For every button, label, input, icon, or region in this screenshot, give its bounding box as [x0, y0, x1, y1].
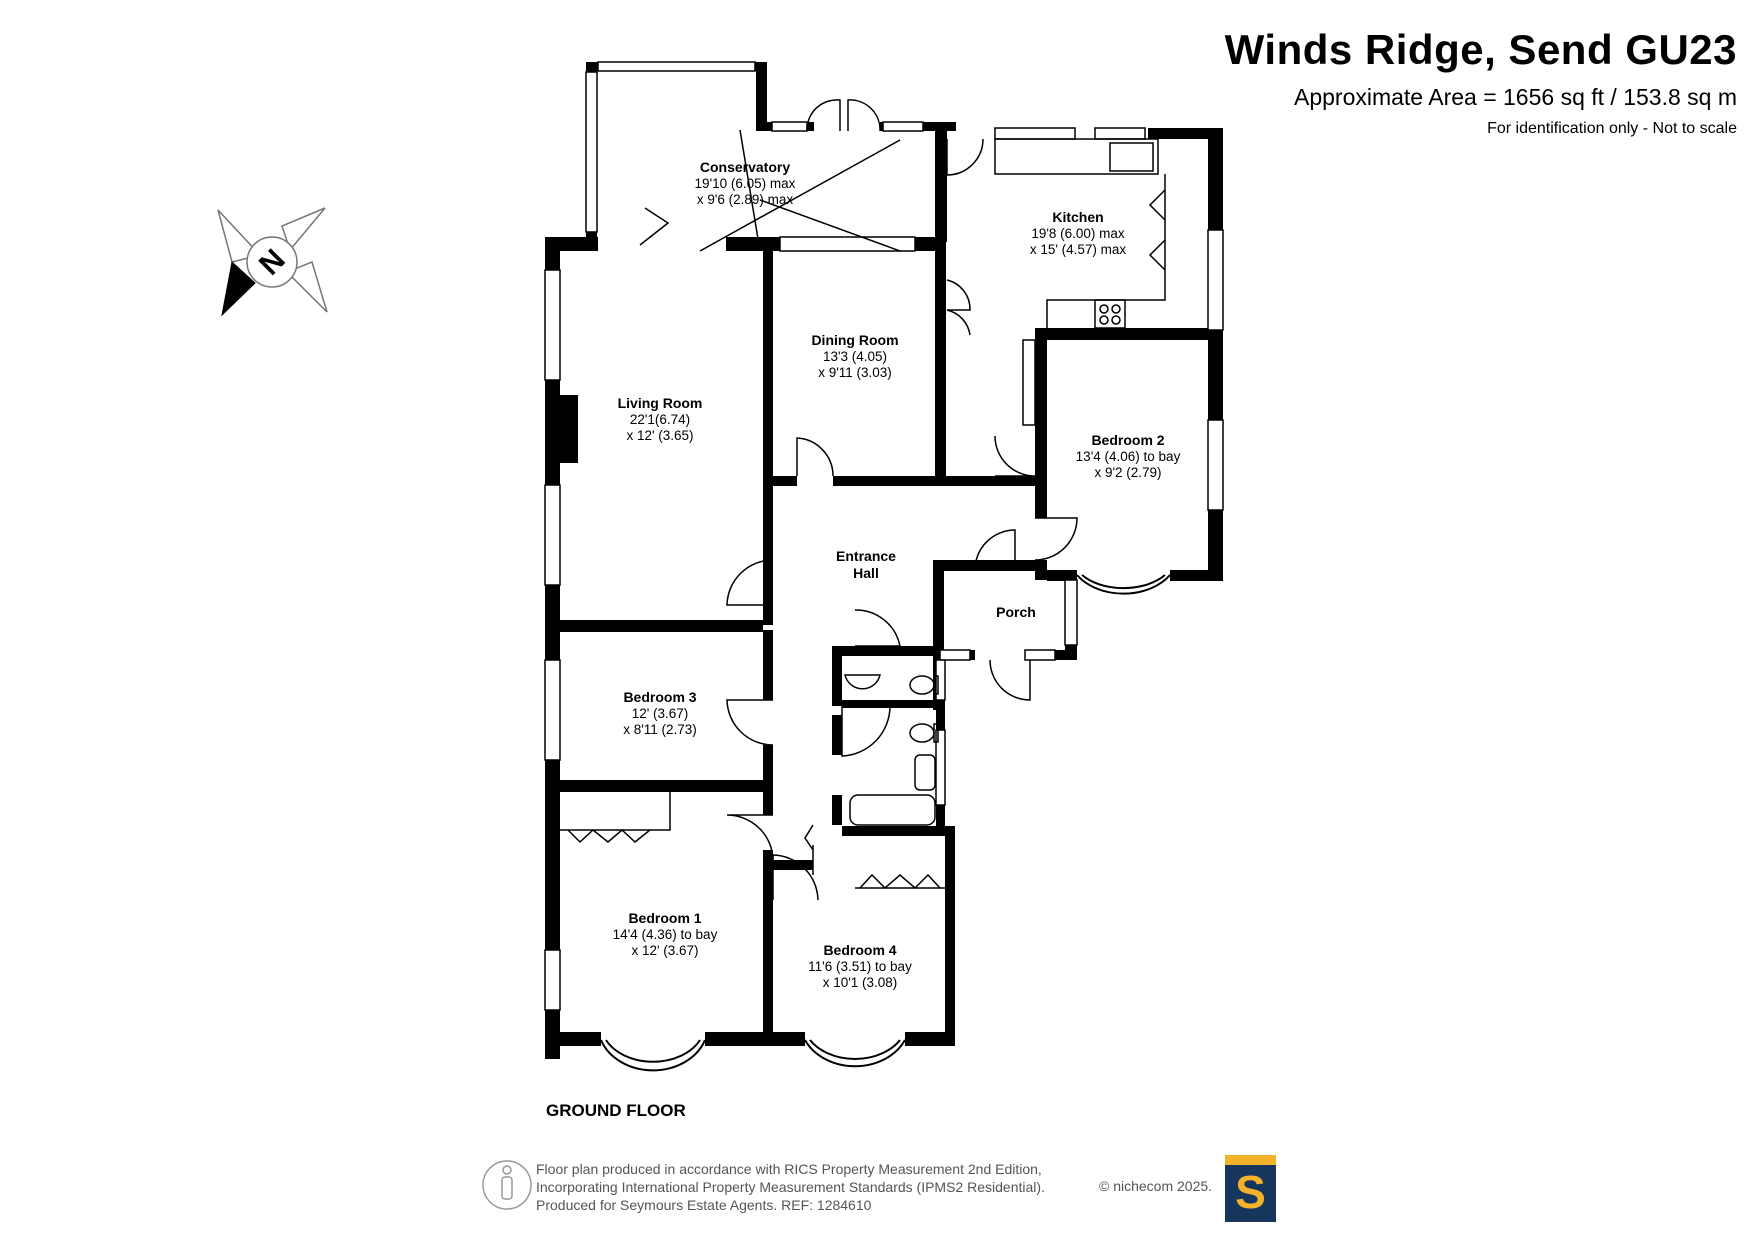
- svg-text:Kitchen: Kitchen: [1052, 209, 1103, 225]
- svg-text:Bedroom 4: Bedroom 4: [823, 942, 896, 958]
- disclaimer-note: For identification only - Not to scale: [1487, 120, 1737, 137]
- agent-logo: S: [1225, 1155, 1276, 1222]
- svg-text:x 10'1 (3.08): x 10'1 (3.08): [823, 975, 898, 990]
- room-label-bedroom-1: Bedroom 1 14'4 (4.36) to bay x 12' (3.67…: [613, 910, 718, 958]
- bathroom-fittings: [804, 674, 939, 875]
- svg-text:x 9'6 (2.89) max: x 9'6 (2.89) max: [697, 192, 794, 207]
- footer-line-2: Incorporating International Property Mea…: [536, 1179, 1045, 1195]
- svg-text:19'8 (6.00) max: 19'8 (6.00) max: [1031, 226, 1125, 241]
- room-label-bedroom-2: Bedroom 2 13'4 (4.06) to bay x 9'2 (2.79…: [1076, 432, 1181, 480]
- svg-text:Bedroom 3: Bedroom 3: [623, 689, 696, 705]
- svg-text:12' (3.67): 12' (3.67): [632, 706, 689, 721]
- bay-windows: [600, 574, 1171, 1072]
- svg-text:14'4 (4.36) to bay: 14'4 (4.36) to bay: [613, 927, 718, 942]
- svg-text:Bedroom 1: Bedroom 1: [628, 910, 701, 926]
- doors: [639, 99, 1078, 901]
- svg-text:Conservatory: Conservatory: [700, 159, 790, 175]
- svg-text:Dining Room: Dining Room: [811, 332, 898, 348]
- room-label-bedroom-4: Bedroom 4 11'6 (3.51) to bay x 10'1 (3.0…: [808, 942, 912, 990]
- room-label-kitchen: Kitchen 19'8 (6.00) max x 15' (4.57) max: [1030, 209, 1127, 257]
- svg-text:Hall: Hall: [853, 565, 879, 581]
- measurement-standard-icon: [482, 1160, 532, 1210]
- svg-text:11'6 (3.51) to bay: 11'6 (3.51) to bay: [808, 959, 912, 974]
- svg-text:x 9'11 (3.03): x 9'11 (3.03): [818, 365, 892, 380]
- svg-text:Living Room: Living Room: [618, 395, 703, 411]
- area-summary: Approximate Area = 1656 sq ft / 153.8 sq…: [1293, 84, 1737, 110]
- svg-text:13'3 (4.05): 13'3 (4.05): [823, 349, 887, 364]
- room-label-dining-room: Dining Room 13'3 (4.05) x 9'11 (3.03): [811, 332, 898, 380]
- svg-text:x 9'2 (2.79): x 9'2 (2.79): [1094, 465, 1161, 480]
- kitchen-fittings: [994, 138, 1166, 426]
- room-label-conservatory: Conservatory 19'10 (6.05) max x 9'6 (2.8…: [695, 159, 796, 207]
- svg-text:Bedroom 2: Bedroom 2: [1091, 432, 1164, 448]
- floor-label: GROUND FLOOR: [546, 1101, 686, 1120]
- footer-line-1: Floor plan produced in accordance with R…: [536, 1161, 1042, 1177]
- svg-text:x 8'11 (2.73): x 8'11 (2.73): [623, 722, 697, 737]
- svg-text:x 15' (4.57) max: x 15' (4.57) max: [1030, 242, 1127, 257]
- windows: [544, 61, 1224, 1011]
- svg-text:13'4 (4.06) to bay: 13'4 (4.06) to bay: [1076, 449, 1181, 464]
- footer-line-3: Produced for Seymours Estate Agents. REF…: [536, 1197, 872, 1213]
- room-label-porch: Porch: [996, 604, 1036, 620]
- svg-text:19'10 (6.05) max: 19'10 (6.05) max: [695, 176, 796, 191]
- page-title: Winds Ridge, Send GU23: [1224, 26, 1737, 73]
- svg-text:Porch: Porch: [996, 604, 1036, 620]
- room-label-living-room: Living Room 22'1(6.74) x 12' (3.65): [618, 395, 703, 443]
- footer-text: Floor plan produced in accordance with R…: [536, 1160, 1045, 1214]
- room-label-bedroom-3: Bedroom 3 12' (3.67) x 8'11 (2.73): [623, 689, 697, 737]
- compass-north-icon: N: [217, 207, 328, 317]
- svg-text:x 12' (3.65): x 12' (3.65): [626, 428, 693, 443]
- svg-text:x 12' (3.67): x 12' (3.67): [631, 943, 698, 958]
- room-label-entrance-hall: Entrance Hall: [836, 548, 896, 581]
- svg-text:Entrance: Entrance: [836, 548, 896, 564]
- copyright: © nichecom 2025.: [1099, 1178, 1213, 1194]
- svg-text:22'1(6.74): 22'1(6.74): [630, 412, 690, 427]
- wardrobes: [560, 792, 945, 890]
